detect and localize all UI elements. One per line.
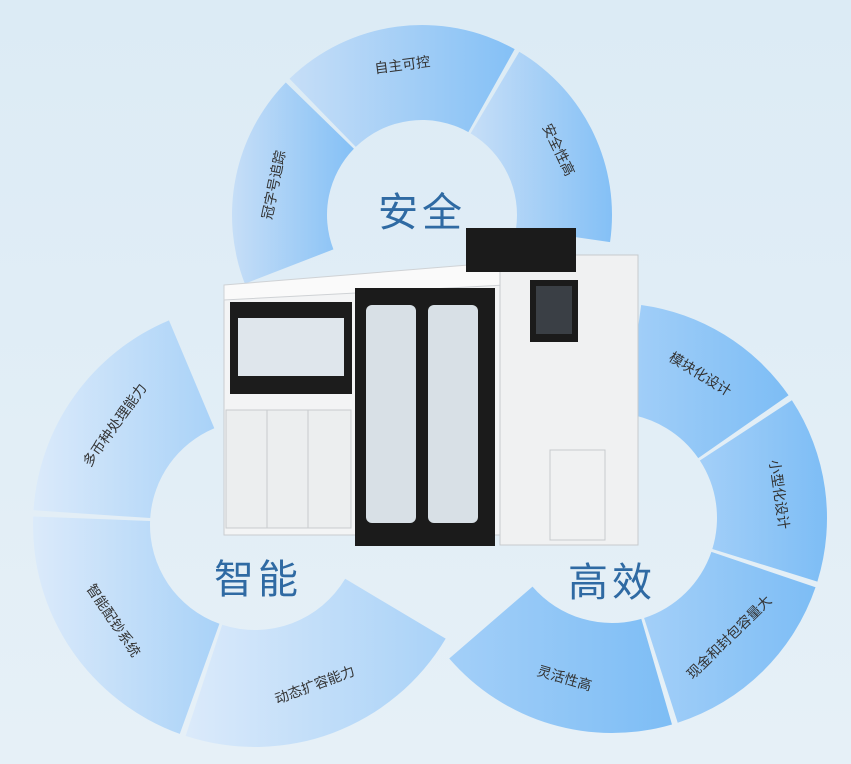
ring-segment [32,516,220,734]
ring-segment [470,51,612,243]
ring-segment [289,24,515,147]
smart-hub-title: 智能 [214,557,302,603]
ring-segment [644,551,816,723]
ring-segment [185,578,446,748]
safety-hub-title: 安全 [378,190,466,236]
ring-segment [626,304,789,459]
ring-segment [449,586,672,733]
segment-label: 自主可控 [374,54,432,77]
machine-illustration [223,228,639,546]
ring-segment [33,320,215,519]
efficient-hub-title: 高效 [568,560,656,606]
ring-segment [699,400,827,582]
ring-segment [232,82,354,284]
